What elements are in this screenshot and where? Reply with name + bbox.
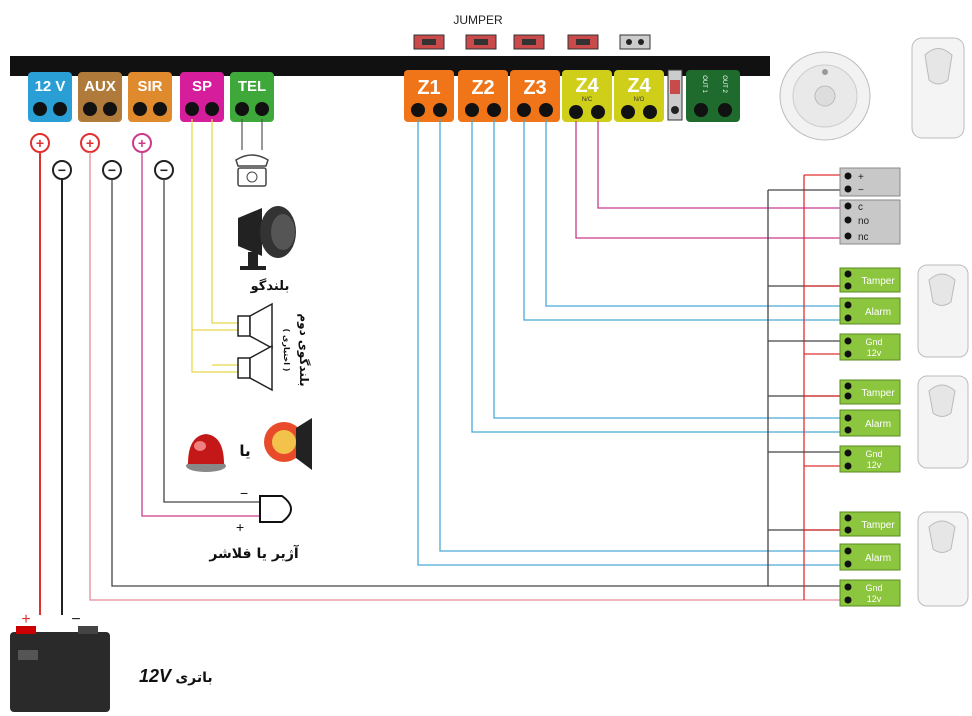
buzzer-plus: + (236, 519, 244, 535)
second-speaker-note: ( اختیاری ) (282, 329, 291, 372)
second-speaker-label: بلندگوی دوم (296, 313, 311, 386)
det3-alarm: Alarm (865, 553, 891, 564)
detector-block-2: Tamper Alarm Gnd 12v (839, 379, 901, 473)
smoke-no: no (858, 216, 870, 227)
output-block: OUT 1 OUT 2 (686, 70, 740, 122)
svg-text:+: + (138, 135, 146, 151)
power-bus (767, 174, 840, 600)
siren-icon (264, 418, 312, 470)
zone-z4-no: Z4 N/O (614, 70, 664, 122)
zone-z1: Z1 (404, 70, 454, 122)
jumper-row (413, 34, 651, 50)
battery-minus: − (71, 611, 80, 628)
zone-z3-label: Z3 (523, 77, 546, 99)
buzzer-icon (259, 495, 292, 523)
terminal-12v: 12 V (28, 72, 72, 122)
det2-tamper: Tamper (861, 388, 895, 399)
battery-voltage: 12V (139, 666, 173, 686)
svg-text:+: + (86, 135, 94, 151)
speaker-icon (238, 206, 296, 270)
terminal-aux-label: AUX (84, 78, 116, 95)
svg-text:−: − (108, 162, 116, 178)
svg-text:−: − (160, 162, 168, 178)
buzzer-label: آژیر یا فلاشر (208, 544, 300, 562)
smoke-plus: + (858, 172, 864, 183)
pir-sensor-icon (911, 37, 965, 139)
terminal-tel: TEL (230, 72, 274, 122)
tel-wires (241, 119, 263, 150)
svg-text:+: + (36, 135, 44, 151)
jumper-title: JUMPER (453, 13, 503, 27)
zone-z2: Z2 (458, 70, 508, 122)
output-jumper (667, 69, 683, 121)
battery-plus: + (21, 611, 30, 628)
out1-label: OUT 1 (701, 75, 707, 93)
pir-sensor-icon (917, 264, 969, 358)
terminal-tel-label: TEL (238, 78, 266, 95)
pir-sensor-icon (917, 375, 969, 469)
battery-icon (10, 626, 110, 712)
buzzer-minus: − (240, 485, 248, 501)
zone-z4-no-label: Z4 (627, 75, 651, 97)
det1-alarm: Alarm (865, 307, 891, 318)
terminal-sir: SIR (128, 72, 172, 122)
det2-gnd: Gnd (865, 449, 882, 459)
terminal-sp-label: SP (192, 78, 212, 95)
detector-block-1: Tamper Alarm Gnd 12v (839, 267, 901, 361)
svg-text:−: − (58, 162, 66, 178)
zone-z4-no-sub: N/O (634, 97, 645, 103)
pir-sensor-icon (917, 511, 969, 607)
det1-gnd: Gnd (865, 337, 882, 347)
det3-tamper: Tamper (861, 520, 895, 531)
or-label: یا (239, 442, 250, 460)
det3-gnd: Gnd (865, 583, 882, 593)
terminal-12v-label: 12 V (35, 78, 66, 95)
speaker-label: بلندگو (250, 278, 290, 294)
out2-label: OUT 2 (721, 75, 727, 93)
det2-alarm: Alarm (865, 419, 891, 430)
flasher-icon (186, 434, 226, 472)
det3-12v: 12v (867, 594, 882, 604)
det1-12v: 12v (867, 348, 882, 358)
zone-z4-nc-sub: N/C (582, 97, 593, 103)
det1-tamper: Tamper (861, 276, 895, 287)
power-wires (39, 152, 840, 615)
speaker-wires (191, 119, 238, 373)
z4-wires (575, 121, 840, 239)
polarity-symbols: + − + − + − (30, 133, 174, 180)
det2-12v: 12v (867, 460, 882, 470)
smoke-c: c (858, 202, 863, 213)
zone-z4-nc: Z4 N/C (562, 70, 612, 122)
telephone-icon (235, 154, 269, 187)
small-speaker-icon (237, 302, 273, 392)
terminal-sir-label: SIR (137, 78, 162, 95)
zone-z4-nc-label: Z4 (575, 75, 599, 97)
zone-z2-label: Z2 (471, 77, 494, 99)
smoke-terminal-block: + − c no nc (839, 167, 901, 245)
smoke-nc: nc (858, 232, 869, 243)
terminal-sp: SP (180, 72, 224, 122)
battery-label: باتری (175, 670, 212, 686)
terminal-aux: AUX (78, 72, 122, 122)
zone-z3: Z3 (510, 70, 560, 122)
smoke-minus: − (858, 185, 864, 196)
zone-z1-label: Z1 (417, 77, 440, 99)
smoke-detector-icon (779, 51, 871, 141)
zone-wires (417, 119, 840, 566)
detector-block-3: Tamper Alarm Gnd 12v (839, 511, 901, 607)
